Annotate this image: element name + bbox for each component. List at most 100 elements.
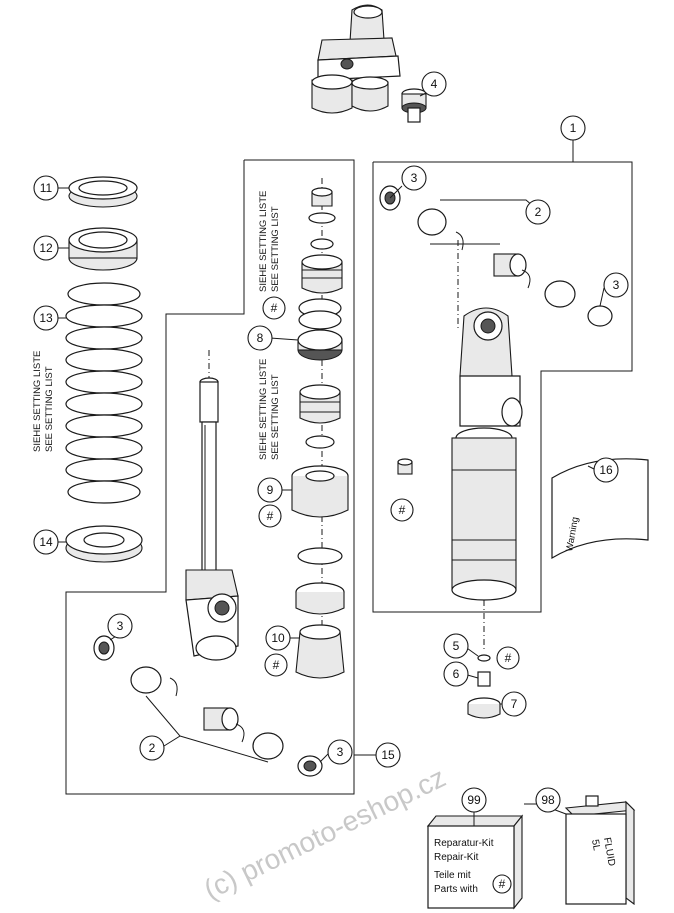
- svg-text:#: #: [399, 503, 406, 517]
- coil-spring-13: [65, 282, 143, 504]
- callout-5: 5: [443, 633, 469, 659]
- svg-text:2: 2: [535, 205, 542, 219]
- svg-text:4: 4: [431, 77, 438, 91]
- svg-text:2: 2: [149, 741, 156, 755]
- setting-note-lower-shims: SIEHE SETTING LISTE SEE SETTING LIST: [258, 359, 281, 460]
- callout-9: 9: [257, 477, 283, 503]
- bump-stop-ring: [298, 298, 342, 330]
- svg-text:6: 6: [453, 667, 460, 681]
- callout-4: 4: [421, 71, 447, 97]
- reservoir-cap-part: [401, 88, 427, 123]
- spring-retainer-14: [65, 525, 143, 563]
- shim-stack-lower: [299, 384, 341, 424]
- svg-text:8: 8: [257, 331, 264, 345]
- callout-11: 11: [33, 175, 59, 201]
- callout-3-upper-left: 3: [401, 165, 427, 191]
- callout-99: 99: [461, 787, 487, 813]
- svg-text:15: 15: [381, 748, 395, 762]
- svg-text:11: 11: [40, 181, 53, 195]
- svg-text:14: 14: [39, 535, 53, 549]
- needle-bearing-lower: [203, 707, 239, 731]
- fluid-label-line1: FLUID: [601, 837, 617, 867]
- rod-nut: [311, 187, 333, 207]
- watermark-text: (c) promoto-eshop.cz: [199, 762, 450, 906]
- bump-rubber-10: [295, 624, 345, 679]
- lower-eye-clevis: [185, 569, 239, 661]
- fluid-can-98: FLUID 5L: [564, 795, 636, 906]
- setting-note-upper-line1: SIEHE SETTING LISTE: [258, 191, 269, 292]
- svg-text:3: 3: [337, 745, 344, 759]
- svg-text:16: 16: [599, 463, 613, 477]
- callout-98: 98: [535, 787, 561, 813]
- shim-stack-upper: [301, 254, 343, 294]
- repair-kit-line1: Reparatur-Kit: [434, 838, 494, 849]
- callout-hash-bleed: #: [390, 498, 414, 522]
- repair-kit-line2: Repair-Kit: [434, 852, 479, 863]
- repair-kit-line4: Parts with: [434, 884, 478, 895]
- spring-adjuster-ring-11: [68, 176, 138, 208]
- callout-2-upper: 2: [525, 199, 551, 225]
- bleed-screw: [397, 458, 413, 475]
- callout-hash-9: #: [258, 504, 282, 528]
- reservoir-head-assembly: [311, 4, 401, 114]
- setting-note-lower-line1: SIEHE SETTING LISTE: [258, 359, 269, 460]
- callout-6: 6: [443, 661, 469, 687]
- seal-head-9: [291, 465, 349, 518]
- svg-text:#: #: [271, 301, 278, 315]
- svg-text:13: 13: [39, 311, 53, 325]
- setting-note-upper-line2: SEE SETTING LIST: [270, 206, 281, 292]
- svg-text:12: 12: [39, 241, 53, 255]
- piston-rod: [199, 377, 219, 573]
- setting-note-spring: SIEHE SETTING LISTE SEE SETTING LIST: [32, 351, 55, 452]
- bearing-seal-lower-left: [93, 635, 115, 661]
- bearing-seal-lower-right: [297, 755, 323, 777]
- callout-16: 16: [593, 457, 619, 483]
- setting-note-upper-shims: SIEHE SETTING LISTE SEE SETTING LIST: [258, 191, 281, 292]
- svg-text:#: #: [505, 651, 512, 665]
- callout-1: 1: [560, 115, 586, 141]
- repair-kit-hash: #: [499, 877, 506, 891]
- callout-3-lower-left: 3: [107, 613, 133, 639]
- svg-text:98: 98: [541, 793, 555, 807]
- callout-13: 13: [33, 305, 59, 331]
- warning-label-16: Warning: [551, 458, 649, 560]
- fluid-label-line2: 5L: [589, 839, 602, 852]
- piston-8: [297, 329, 343, 361]
- valve-cap-7: [467, 697, 501, 719]
- setting-note-lower-line2: SEE SETTING LIST: [270, 374, 281, 460]
- callout-7: 7: [501, 691, 527, 717]
- callout-8: 8: [247, 325, 273, 351]
- dust-seal: [295, 582, 345, 615]
- svg-text:#: #: [267, 509, 274, 523]
- callout-hash-upper-rod: #: [262, 296, 286, 320]
- group-1-outline: [372, 161, 633, 613]
- svg-text:3: 3: [411, 171, 418, 185]
- svg-text:3: 3: [117, 619, 124, 633]
- svg-text:1: 1: [570, 121, 577, 135]
- callout-10: 10: [265, 625, 291, 651]
- svg-text:99: 99: [467, 793, 481, 807]
- upper-eye-bearing-set: [379, 185, 613, 327]
- callout-hash-5: #: [496, 646, 520, 670]
- spring-lock-ring-12: [68, 227, 138, 271]
- svg-text:10: 10: [271, 631, 285, 645]
- setting-note-spring-line1: SIEHE SETTING LISTE: [32, 351, 43, 452]
- callout-15: 15: [375, 742, 401, 768]
- shock-body: [451, 307, 523, 601]
- repair-kit-line3: Teile mit: [434, 870, 471, 881]
- svg-text:#: #: [273, 658, 280, 672]
- repair-kit-box-99: Reparatur-Kit Repair-Kit Teile mit Parts…: [426, 814, 524, 910]
- callout-3-upper-right: 3: [603, 272, 629, 298]
- callout-hash-10: #: [264, 653, 288, 677]
- svg-text:3: 3: [613, 278, 620, 292]
- callout-14: 14: [33, 529, 59, 555]
- callout-2-lower: 2: [139, 735, 165, 761]
- svg-text:9: 9: [267, 483, 274, 497]
- setting-note-spring-line2: SEE SETTING LIST: [44, 366, 55, 452]
- svg-text:5: 5: [453, 639, 460, 653]
- svg-text:7: 7: [511, 697, 518, 711]
- group-15-outline: [65, 159, 355, 795]
- valve-part-6: [477, 671, 491, 687]
- callout-12: 12: [33, 235, 59, 261]
